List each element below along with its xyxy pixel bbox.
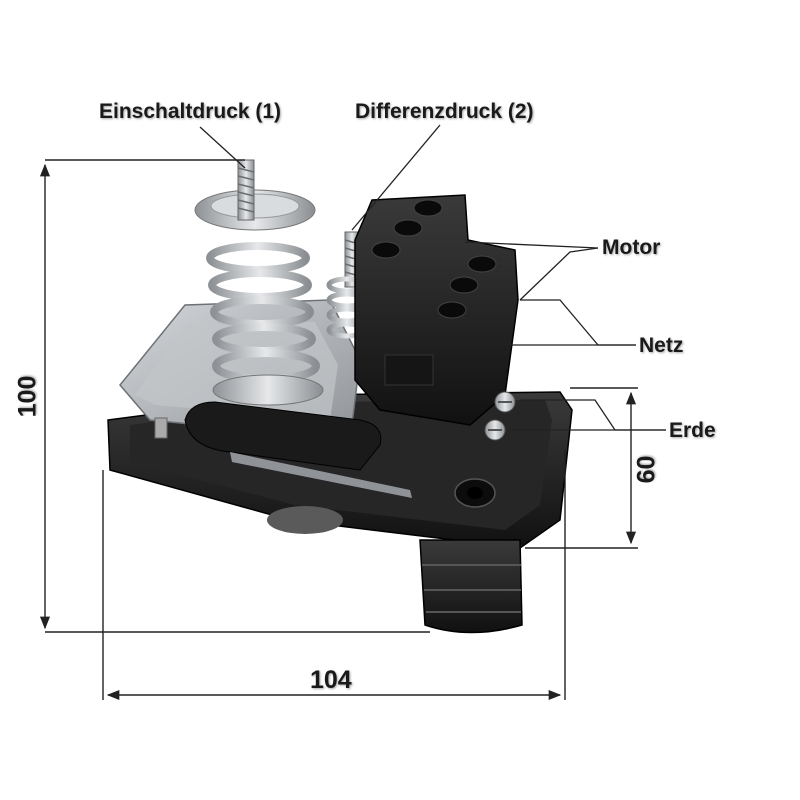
dimension-height-label: 100 xyxy=(13,375,42,418)
dimension-depth-label: 60 xyxy=(632,455,661,484)
earth-terminal xyxy=(484,391,516,441)
leader-lines xyxy=(199,124,666,431)
terminal-block xyxy=(354,194,519,426)
lever xyxy=(184,401,412,498)
dimension-width-label: 104 xyxy=(310,666,352,694)
label-einschaltdruck: Einschaltdruck (1) xyxy=(99,100,282,123)
label-erde: Erde xyxy=(669,419,716,442)
label-motor: Motor xyxy=(602,236,661,259)
label-differenzdruck: Differenzdruck (2) xyxy=(355,100,534,123)
adjusting-screw-1 xyxy=(237,159,255,221)
label-netz: Netz xyxy=(639,334,684,357)
main-spring xyxy=(194,189,324,406)
dimension-lines xyxy=(39,159,638,701)
cable-gland xyxy=(419,539,523,634)
